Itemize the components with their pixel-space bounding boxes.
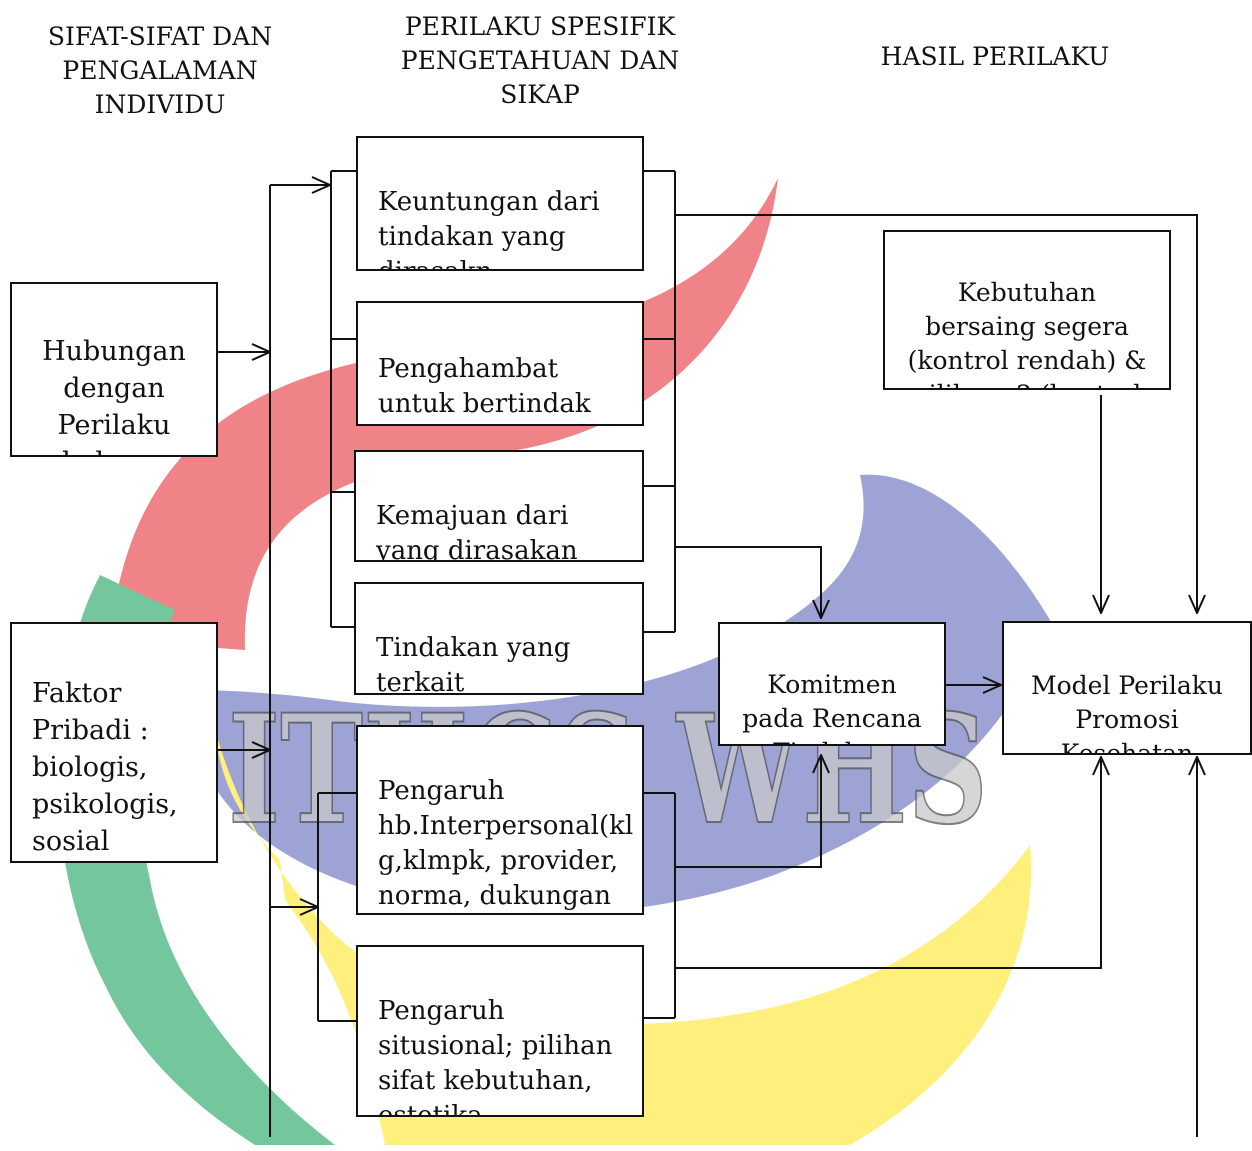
arrow-upper-to-komitmen	[675, 546, 821, 618]
header-sifat-individu: SIFAT-SIFAT DAN PENGALAMAN INDIVIDU	[47, 22, 273, 119]
box-keuntungan: Keuntungan dari tindakan yang dirasakn	[356, 136, 644, 271]
box-pengaruh-interpersonal: Pengaruh hb.Interpersonal(kl g,klmpk, pr…	[356, 725, 644, 915]
box-model-perilaku: Model Perilaku Promosi Kesehatan	[1002, 621, 1252, 755]
box-hubungan-perilaku-text: Hubungan dengan Perilaku sebelumnya	[32, 336, 195, 455]
box-hubungan-perilaku: Hubungan dengan Perilaku sebelumnya	[10, 282, 218, 457]
box-model-perilaku-text: Model Perilaku Promosi Kesehatan	[1031, 671, 1223, 755]
box-kebutuhan-bersaing: Kebutuhan bersaing segera (kontrol renda…	[883, 230, 1171, 390]
box-kemajuan: Kemajuan dari yang dirasakan	[354, 450, 644, 562]
box-tindakan-terkait-text: Tindakan yang terkait	[376, 633, 571, 695]
box-kebutuhan-bersaing-text: Kebutuhan bersaing segera (kontrol renda…	[907, 278, 1147, 388]
box-penghambat: Pengahambat untuk bertindak yang dirasak…	[356, 301, 644, 426]
box-pengaruh-situasional-text: Pengaruh situsional; pilihan sifat kebut…	[378, 996, 613, 1117]
box-penghambat-text: Pengahambat untuk bertindak yang dirasak…	[378, 354, 591, 419]
box-kemajuan-text: Kemajuan dari yang dirasakan	[376, 501, 578, 562]
arrow-lower-to-komitmen	[675, 755, 821, 868]
header-perilaku-spesifik: PERILAKU SPESIFIK PENGETAHUAN DAN SIKAP	[400, 12, 680, 109]
box-faktor-pribadi-text: Faktor Pribadi : biologis, psikologis, s…	[32, 678, 178, 857]
box-pengaruh-interpersonal-text: Pengaruh hb.Interpersonal(kl g,klmpk, pr…	[378, 776, 634, 911]
arrow-lower-to-model	[675, 757, 1101, 969]
box-komitmen-rencana: Komitmen pada Rencana Tindakan	[718, 622, 946, 746]
box-faktor-pribadi: Faktor Pribadi : biologis, psikologis, s…	[10, 622, 218, 863]
arrow-upper-to-model	[675, 214, 1197, 613]
box-komitmen-rencana-text: Komitmen pada Rencana Tindakan	[742, 670, 922, 744]
header-hasil-perilaku: HASIL PERILAKU	[880, 42, 1110, 71]
connector-lines	[218, 170, 1197, 1137]
box-tindakan-terkait: Tindakan yang terkait	[354, 582, 644, 695]
box-pengaruh-situasional: Pengaruh situsional; pilihan sifat kebut…	[356, 945, 644, 1117]
box-keuntungan-text: Keuntungan dari tindakan yang dirasakn	[378, 187, 600, 269]
